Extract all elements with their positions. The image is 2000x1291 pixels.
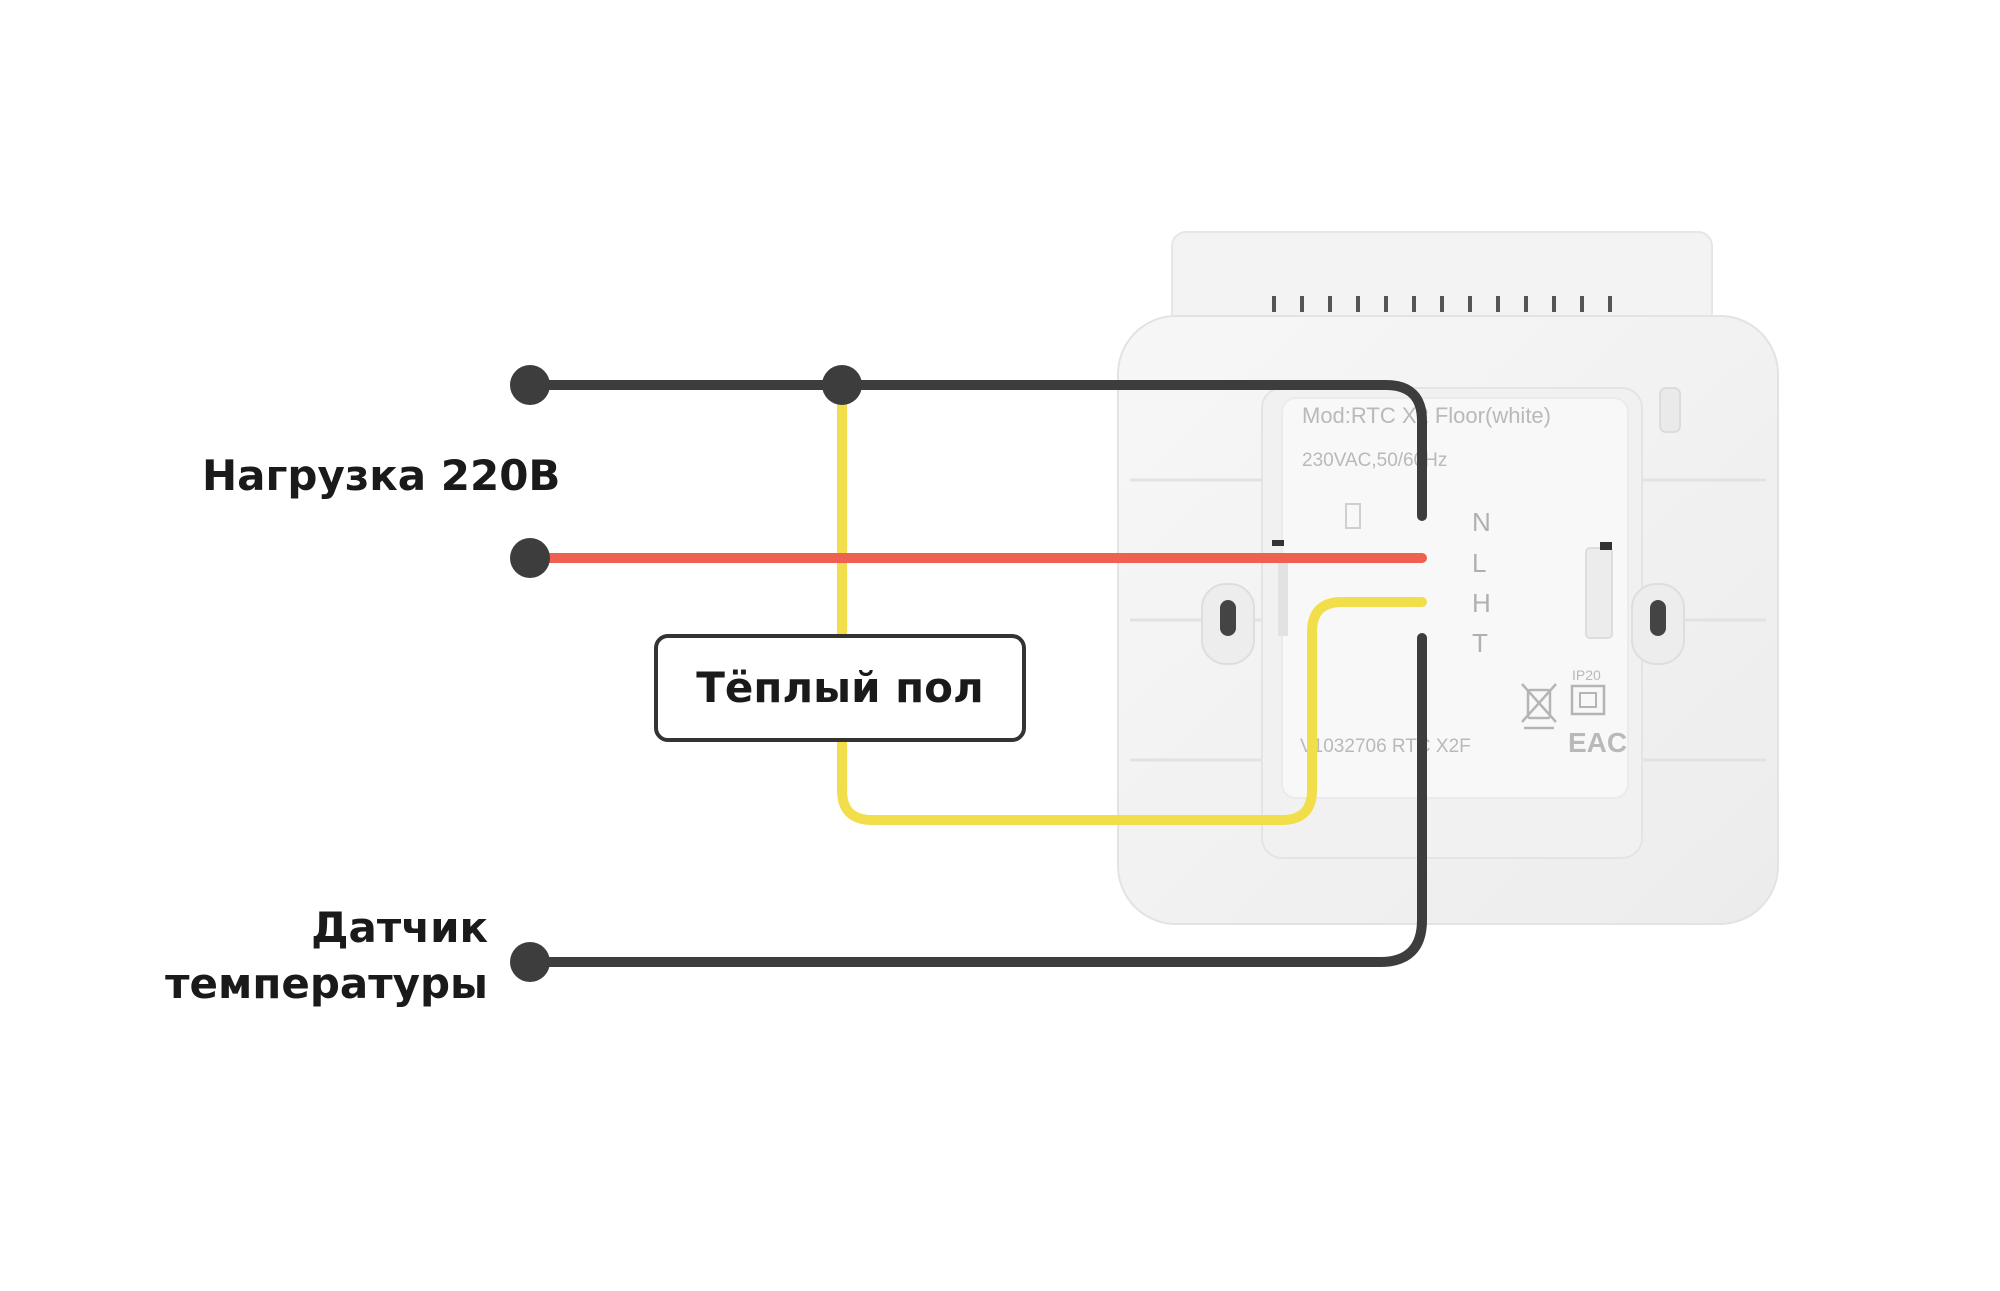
wire-dark-load-neutral — [525, 380, 1427, 521]
terminal-label-t: T — [1472, 628, 1488, 658]
load-junction-dot — [822, 365, 862, 405]
ip-rating-text: IP20 — [1572, 667, 1601, 683]
load-label: Нагрузка 220В — [202, 451, 560, 500]
mounting-hole-left — [1201, 583, 1255, 665]
wire-yellow-heating — [837, 380, 1427, 825]
device-serial-text: V1032706 RTC X2F — [1300, 736, 1471, 757]
wires — [525, 380, 1427, 967]
terminal-label-n: N — [1472, 507, 1491, 537]
load-terminal-dot-1 — [510, 365, 550, 405]
floor-label-box: Тёплый пол — [654, 634, 1026, 742]
terminal-label-l: L — [1472, 548, 1486, 578]
eac-mark-icon: EAC — [1568, 727, 1627, 758]
vent-slots — [1272, 296, 1612, 312]
wire-terminals — [510, 365, 862, 982]
wire-dark-sensor — [525, 633, 1427, 967]
weee-bin-icon — [1521, 683, 1557, 730]
floor-label: Тёплый пол — [696, 663, 984, 712]
load-terminal-dot-2 — [510, 538, 550, 578]
terminal-label-h: H — [1472, 588, 1491, 618]
thermostat-device: Mod:RTC X2 Floor(white) 230VAC,50/60Hz V… — [1117, 231, 1779, 925]
sensor-label-line1: Датчик — [311, 903, 488, 952]
device-voltage-text: 230VAC,50/60Hz — [1302, 450, 1447, 471]
mounting-hole-right — [1631, 583, 1685, 665]
sensor-terminal-dot — [510, 942, 550, 982]
sensor-label-line2: температуры — [165, 959, 488, 1008]
double-insulation-icon — [1570, 684, 1606, 716]
